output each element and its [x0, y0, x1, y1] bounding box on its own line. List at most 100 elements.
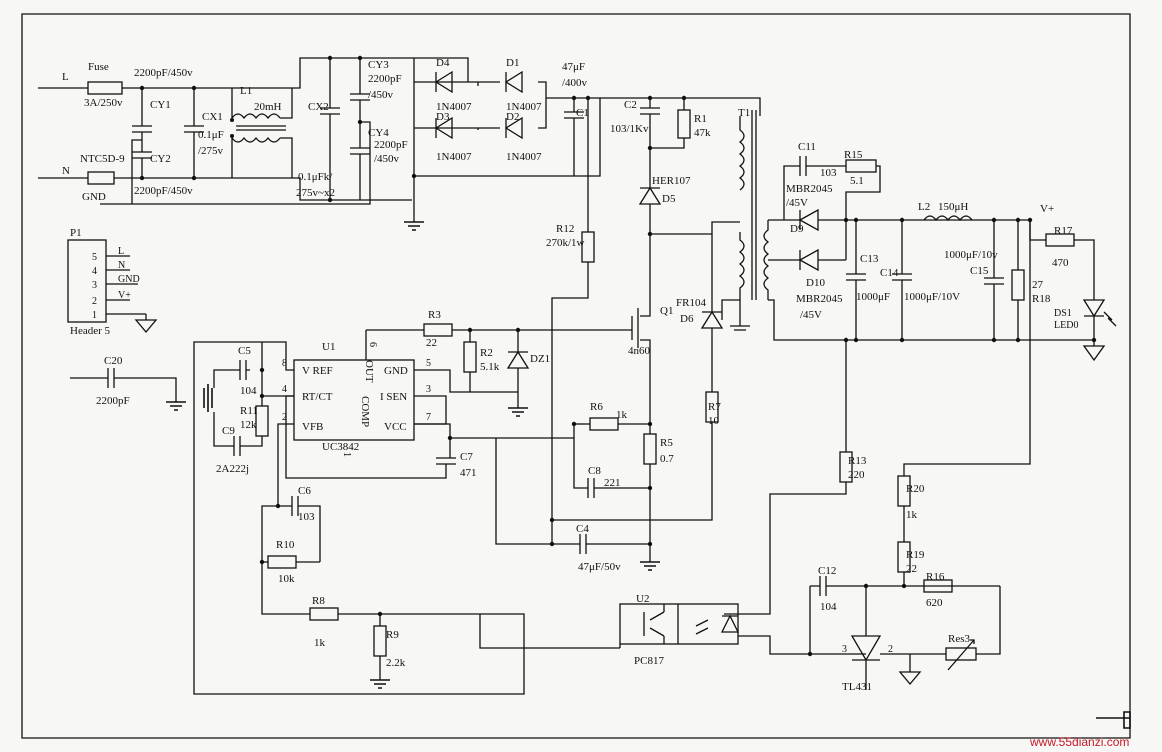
d4-ref: D4 [436, 57, 450, 69]
secondary-side [619, 156, 1117, 690]
header-pin-3-num: 3 [92, 280, 97, 291]
r5-value: 0.7 [660, 453, 674, 465]
r12-value: 270k/1w [546, 237, 585, 249]
header-p1 [67, 239, 158, 334]
c2-ref: C2 [624, 99, 637, 111]
d1-ref: D1 [506, 57, 519, 69]
r19-ref: R19 [906, 549, 925, 561]
cy2-ref: CY2 [150, 153, 171, 165]
c8-value: 221 [604, 477, 621, 489]
net-label-n: N [62, 165, 70, 177]
header-pin-4-num: 4 [92, 266, 97, 277]
u1-part: UC3842 [322, 441, 359, 453]
d6-ref: D6 [680, 313, 694, 325]
c4-value: 47μF/50v [578, 561, 621, 573]
r17-ref: R17 [1054, 225, 1073, 237]
r12-ref: R12 [556, 223, 574, 235]
c7-ref: C7 [460, 451, 473, 463]
c7-value: 471 [460, 467, 477, 479]
cy4-value2: /450v [374, 153, 400, 165]
pin-out-label: OUT [363, 360, 375, 383]
r8-value: 1k [314, 637, 326, 649]
pin-7: 7 [426, 412, 431, 423]
pin-vref-label: V REF [302, 365, 333, 377]
l2-value: 150μH [938, 201, 968, 213]
dz1-ref: DZ1 [530, 353, 550, 365]
pin-6: 6 [367, 342, 378, 347]
c15-value: 1000μF/10v [944, 249, 998, 261]
header-pin-5-num: 5 [92, 252, 97, 263]
cy-value-bot: 2200pF/450v [134, 185, 193, 197]
pin-isen-label: I SEN [380, 391, 407, 403]
res3-ref: Res3 [948, 633, 971, 645]
d4-value: 1N4007 [436, 101, 472, 113]
pin-vfb-label: VFB [302, 421, 323, 433]
l1-value: 20mH [254, 101, 282, 113]
labels: L N GND Fuse 3A/250v NTC5D-9 2200pF/450v… [62, 57, 1129, 749]
c8-ref: C8 [588, 465, 601, 477]
header-pin-1-num: 1 [92, 310, 97, 321]
uc3842-controller [70, 323, 620, 695]
cy1-ref: CY1 [150, 99, 171, 111]
d10-value1: MBR2045 [796, 293, 843, 305]
d10-ref: D10 [806, 277, 825, 289]
r10-value: 10k [278, 573, 295, 585]
r3-value: 22 [426, 337, 437, 349]
d1-value: 1N4007 [506, 101, 542, 113]
cy-value-top: 2200pF/450v [134, 67, 193, 79]
r13-ref: R13 [848, 455, 867, 467]
p1-name: Header 5 [70, 325, 111, 337]
c5-ref: C5 [238, 345, 251, 357]
c15-ref: C15 [970, 265, 989, 277]
fuse-ref: Fuse [88, 61, 109, 73]
cy3-value2: /450v [368, 89, 394, 101]
d2-value: 1N4007 [506, 151, 542, 163]
cx1-value2: /275v [198, 145, 224, 157]
pin-2: 2 [282, 412, 287, 423]
c2-value: 103/1Kv [610, 123, 649, 135]
c11-ref: C11 [798, 141, 816, 153]
l2-ref: L2 [918, 201, 930, 213]
pin-vcc-label: VCC [384, 421, 407, 433]
c9-ref: C9 [222, 425, 235, 437]
r7-value: 10 [708, 415, 720, 427]
c1-value2: /400v [562, 77, 588, 89]
pin-rtct-label: RT/CT [302, 391, 333, 403]
r15-value: 5.1 [850, 175, 864, 187]
r9-value: 2.2k [386, 657, 406, 669]
d5-value: HER107 [652, 175, 691, 187]
pin-3: 3 [426, 384, 431, 395]
junction-dots [139, 55, 1097, 657]
r20-ref: R20 [906, 483, 925, 495]
r17-value: 470 [1052, 257, 1069, 269]
ntc-ref: NTC5D-9 [80, 153, 125, 165]
c5-value: 104 [240, 385, 257, 397]
c20-ref: C20 [104, 355, 123, 367]
pin-5: 5 [426, 358, 431, 369]
r16-value: 620 [926, 597, 943, 609]
d3-value: 1N4007 [436, 151, 472, 163]
u2-ref: U2 [636, 593, 649, 605]
r19-value: 22 [906, 563, 917, 575]
page-border [21, 13, 1131, 739]
d3-ref: D3 [436, 111, 450, 123]
cx1-value1: 0.1μF [198, 129, 224, 141]
u1-ref: U1 [322, 341, 335, 353]
cy4-ref: CY4 [368, 127, 389, 139]
r16-ref: R16 [926, 571, 945, 583]
c1-ref: C1 [576, 107, 589, 119]
header-pin-2-num: 2 [92, 296, 97, 307]
c12-value: 104 [820, 601, 837, 613]
d6-value: FR104 [676, 297, 706, 309]
bridge-rectifier [404, 57, 601, 231]
c11-value: 103 [820, 167, 837, 179]
pin-gnd-label: GND [384, 365, 408, 377]
tl431-pin2: 2 [888, 644, 893, 655]
r15-ref: R15 [844, 149, 863, 161]
ds1-ref: DS1 [1054, 308, 1072, 319]
r18-ref: R18 [1032, 293, 1051, 305]
c12-ref: C12 [818, 565, 836, 577]
c14-ref: C14 [880, 267, 899, 279]
header-pin-4-label: N [118, 260, 125, 271]
cx2-value1: 0.1μFk/ [298, 171, 333, 183]
